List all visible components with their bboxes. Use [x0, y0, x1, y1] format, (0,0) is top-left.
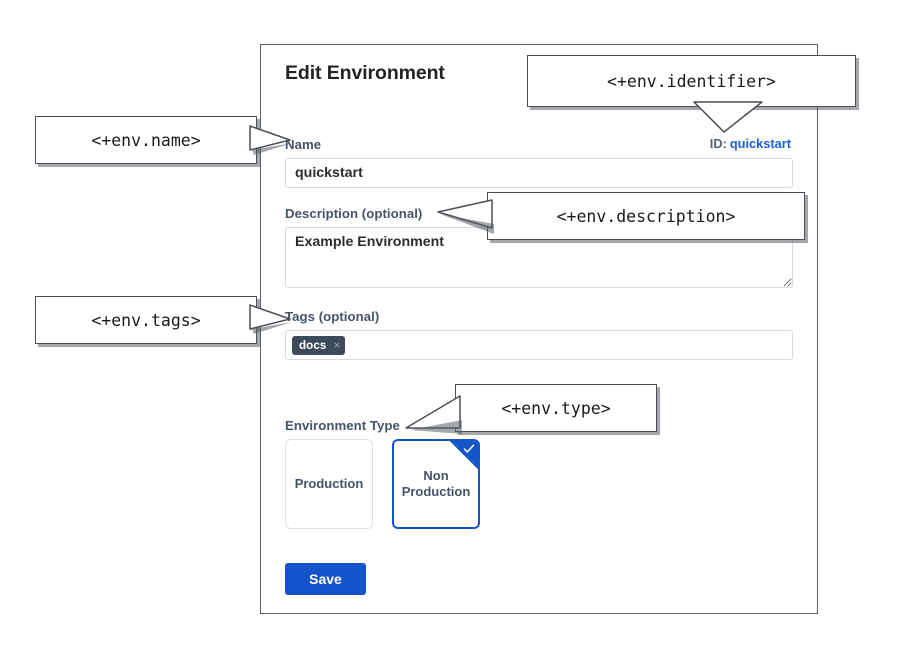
callout-env-tags: <+env.tags> — [35, 296, 257, 344]
close-icon[interactable]: × — [333, 338, 341, 352]
check-icon — [463, 444, 475, 453]
environment-id-row: ID:quickstart — [710, 136, 791, 151]
tag-chip: docs × — [292, 335, 346, 355]
callout-env-name: <+env.name> — [35, 116, 257, 164]
environment-type-card-label: Production — [294, 476, 364, 491]
callout-text: <+env.description> — [556, 206, 736, 226]
tags-label: Tags (optional) — [285, 309, 380, 324]
edit-environment-panel: Edit Environment ID:quickstart Name Desc… — [260, 44, 818, 614]
name-input[interactable] — [285, 158, 793, 188]
environment-type-card-non-production[interactable]: Non Production — [392, 439, 480, 529]
page-title: Edit Environment — [285, 62, 445, 84]
tags-input[interactable]: docs × — [285, 330, 793, 360]
callout-tail-identifier — [693, 101, 763, 133]
callout-env-identifier: <+env.identifier> — [527, 55, 856, 107]
environment-type-options: Production Non Production — [285, 439, 480, 529]
environment-id-label: ID: — [709, 136, 727, 151]
callout-text: <+env.identifier> — [607, 71, 776, 91]
callout-env-description: <+env.description> — [487, 192, 805, 240]
callout-tail-tags — [249, 304, 292, 334]
callout-text: <+env.type> — [501, 398, 611, 418]
save-button[interactable]: Save — [285, 563, 366, 595]
tag-chip-label: docs — [299, 338, 327, 352]
callout-text: <+env.tags> — [91, 310, 201, 330]
callout-text: <+env.name> — [91, 130, 201, 150]
description-label: Description (optional) — [285, 206, 423, 221]
environment-type-label: Environment Type — [285, 418, 400, 433]
callout-tail-description — [437, 199, 494, 234]
callout-tail-type — [405, 395, 462, 434]
callout-tail-name — [249, 125, 292, 155]
name-label: Name — [285, 137, 322, 152]
environment-id-link[interactable]: quickstart — [729, 136, 791, 151]
callout-env-type: <+env.type> — [455, 384, 657, 432]
environment-type-card-production[interactable]: Production — [285, 439, 373, 529]
environment-type-card-label: Non Production — [401, 468, 471, 499]
